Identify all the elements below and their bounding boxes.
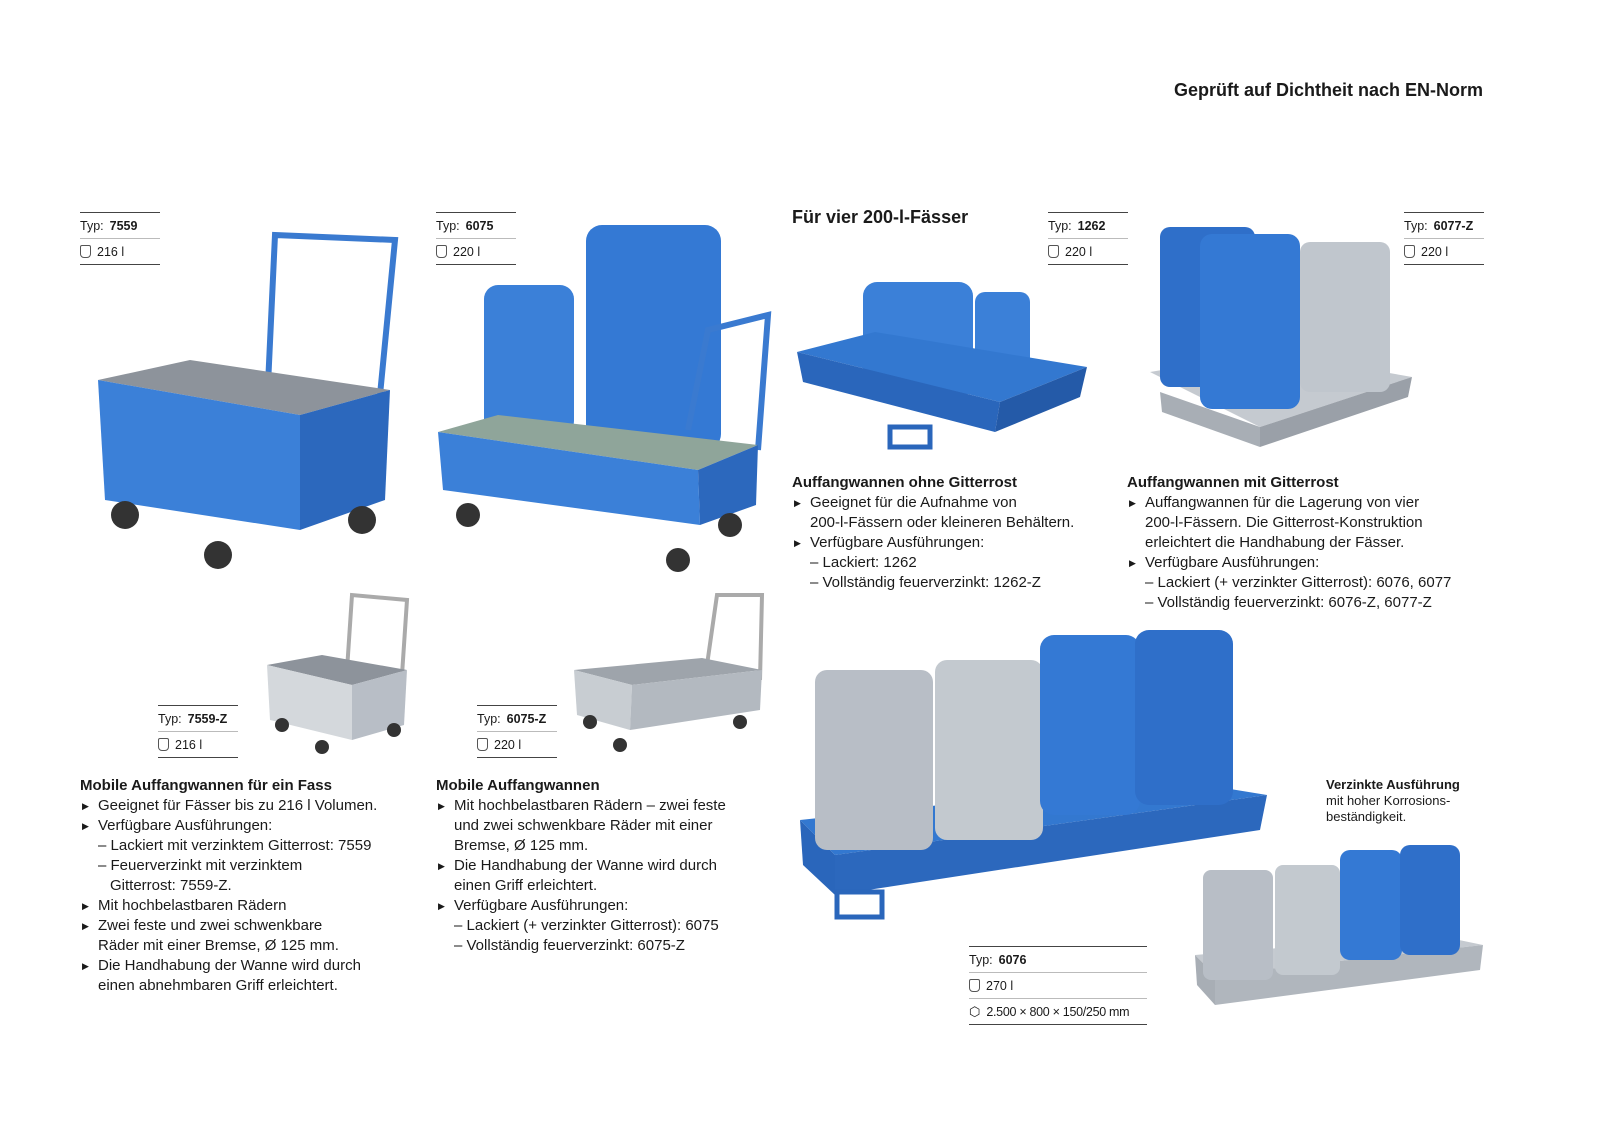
bucket-icon bbox=[1404, 245, 1415, 258]
block-with-grid: Auffangwannen mit Gitterrost Auffangwann… bbox=[1127, 473, 1497, 613]
sub-item: – Vollständig feuerverzinkt: 6076-Z, 607… bbox=[1145, 594, 1432, 611]
bullet-cont: und zwei schwenkbare Räder mit einer bbox=[454, 817, 713, 834]
galvanized-note: Verzinkte Ausführung mit hoher Korrosion… bbox=[1326, 777, 1460, 825]
sub-item: – Lackiert: 1262 bbox=[810, 554, 917, 571]
bullet-cont: Bremse, Ø 125 mm. bbox=[454, 837, 589, 854]
bullet: Geeignet für Fässer bis zu 216 l Volumen… bbox=[80, 796, 410, 816]
bullet-cont: einen abnehmbaren Griff erleichtert. bbox=[98, 977, 338, 994]
type-label: Typ: bbox=[1404, 218, 1428, 233]
type-number: 6075 bbox=[465, 218, 494, 233]
bullet: Verfügbare Ausführungen: bbox=[80, 816, 410, 836]
product-image-6075-z bbox=[574, 593, 765, 752]
bucket-icon bbox=[436, 245, 447, 258]
bullet: Geeignet für die Aufnahme von bbox=[792, 493, 1122, 513]
type-label: Typ: bbox=[969, 952, 993, 967]
bullet-cont: einen Griff erleichtert. bbox=[454, 877, 598, 894]
product-image-7559-z bbox=[267, 592, 410, 754]
sub-item: – Lackiert mit verzinktem Gitterrost: 75… bbox=[98, 837, 372, 854]
type-number: 1262 bbox=[1077, 218, 1106, 233]
spec-6076: Typ: 6076 270 l ⬡ 2.500 × 800 × 150/250 mm bbox=[969, 946, 1147, 1025]
product-image-6076 bbox=[800, 630, 1267, 920]
note-line: beständigkeit. bbox=[1326, 809, 1407, 824]
block-mobile: Mobile Auffangwannen Mit hochbelastbaren… bbox=[436, 776, 766, 956]
volume: 220 l bbox=[1065, 244, 1093, 259]
bullet: Auffangwannen für die Lagerung von vier bbox=[1127, 493, 1497, 513]
spec-7559-z: Typ: 7559-Z 216 l bbox=[158, 705, 238, 758]
bullet-cont: erleichtert die Handhabung der Fässer. bbox=[1145, 534, 1405, 551]
bullet: Mit hochbelastbaren Rädern – zwei feste bbox=[436, 796, 766, 816]
note-title: Verzinkte Ausführung bbox=[1326, 777, 1460, 792]
bullet-cont: 200-l-Fässern. Die Gitterrost-Konstrukti… bbox=[1145, 514, 1423, 531]
bucket-icon bbox=[1048, 245, 1059, 258]
product-image-6075 bbox=[438, 225, 772, 572]
block-mobile-single: Mobile Auffangwannen für ein Fass Geeign… bbox=[80, 776, 410, 996]
sub-item: – Lackiert (+ verzinkter Gitterrost): 60… bbox=[1145, 574, 1452, 591]
block-title: Mobile Auffangwannen bbox=[436, 777, 600, 794]
bullet: Die Handhabung der Wanne wird durch bbox=[436, 856, 766, 876]
product-image-6077-z bbox=[1150, 227, 1412, 447]
type-label: Typ: bbox=[158, 711, 182, 726]
type-number: 6077-Z bbox=[1433, 218, 1474, 233]
note-line: mit hoher Korrosions- bbox=[1326, 793, 1451, 808]
type-number: 7559-Z bbox=[187, 711, 228, 726]
type-label: Typ: bbox=[80, 218, 104, 233]
spec-7559: Typ: 7559 216 l bbox=[80, 212, 160, 265]
bullet-cont: 200-l-Fässern oder kleineren Behältern. bbox=[810, 514, 1075, 531]
bullet: Verfügbare Ausführungen: bbox=[436, 896, 766, 916]
page-header: Geprüft auf Dichtheit nach EN-Norm bbox=[1173, 80, 1483, 100]
spec-6075-z: Typ: 6075-Z 220 l bbox=[477, 705, 557, 758]
section-title: Für vier 200-l-Fässer bbox=[792, 207, 969, 227]
bucket-icon bbox=[158, 738, 169, 751]
volume: 220 l bbox=[494, 737, 522, 752]
block-title: Auffangwannen ohne Gitterrost bbox=[792, 474, 1017, 491]
bullet: Zwei feste und zwei schwenkbare bbox=[80, 916, 410, 936]
bullet: Die Handhabung der Wanne wird durch bbox=[80, 956, 410, 976]
bullet: Mit hochbelastbaren Rädern bbox=[80, 896, 410, 916]
bullet: Verfügbare Ausführungen: bbox=[792, 533, 1122, 553]
block-title: Auffangwannen mit Gitterrost bbox=[1127, 474, 1339, 491]
sub-item: – Vollständig feuerverzinkt: 6075-Z bbox=[454, 937, 685, 954]
spec-6077-z: Typ: 6077-Z 220 l bbox=[1404, 212, 1484, 265]
block-without-grid: Auffangwannen ohne Gitterrost Geeignet f… bbox=[792, 473, 1122, 593]
volume: 220 l bbox=[453, 244, 481, 259]
type-label: Typ: bbox=[1048, 218, 1072, 233]
type-number: 7559 bbox=[109, 218, 138, 233]
bullet-cont: Räder mit einer Bremse, Ø 125 mm. bbox=[98, 937, 339, 954]
dimensions: 2.500 × 800 × 150/250 mm bbox=[986, 1004, 1130, 1019]
bullet: Verfügbare Ausführungen: bbox=[1127, 553, 1497, 573]
type-number: 6076 bbox=[998, 952, 1027, 967]
bucket-icon bbox=[969, 979, 980, 992]
product-image-1262 bbox=[797, 282, 1087, 450]
sub-item: – Feuerverzinkt mit verzinktem bbox=[98, 857, 303, 874]
product-image-6076-z bbox=[1195, 845, 1483, 1005]
type-number: 6075-Z bbox=[506, 711, 547, 726]
spec-1262: Typ: 1262 220 l bbox=[1048, 212, 1128, 265]
sub-item-cont: Gitterrost: 7559-Z. bbox=[110, 877, 232, 894]
spec-6075: Typ: 6075 220 l bbox=[436, 212, 516, 265]
bucket-icon bbox=[80, 245, 91, 258]
volume: 216 l bbox=[97, 244, 125, 259]
type-label: Typ: bbox=[477, 711, 501, 726]
bucket-icon bbox=[477, 738, 488, 751]
volume: 216 l bbox=[175, 737, 203, 752]
volume: 220 l bbox=[1421, 244, 1449, 259]
product-image-7559 bbox=[98, 231, 399, 569]
block-title: Mobile Auffangwannen für ein Fass bbox=[80, 777, 332, 794]
sub-item: – Vollständig feuerverzinkt: 1262-Z bbox=[810, 574, 1041, 591]
type-label: Typ: bbox=[436, 218, 460, 233]
box-dimensions-icon: ⬡ bbox=[969, 1003, 981, 1019]
volume: 270 l bbox=[986, 978, 1014, 993]
sub-item: – Lackiert (+ verzinkter Gitterrost): 60… bbox=[454, 917, 719, 934]
